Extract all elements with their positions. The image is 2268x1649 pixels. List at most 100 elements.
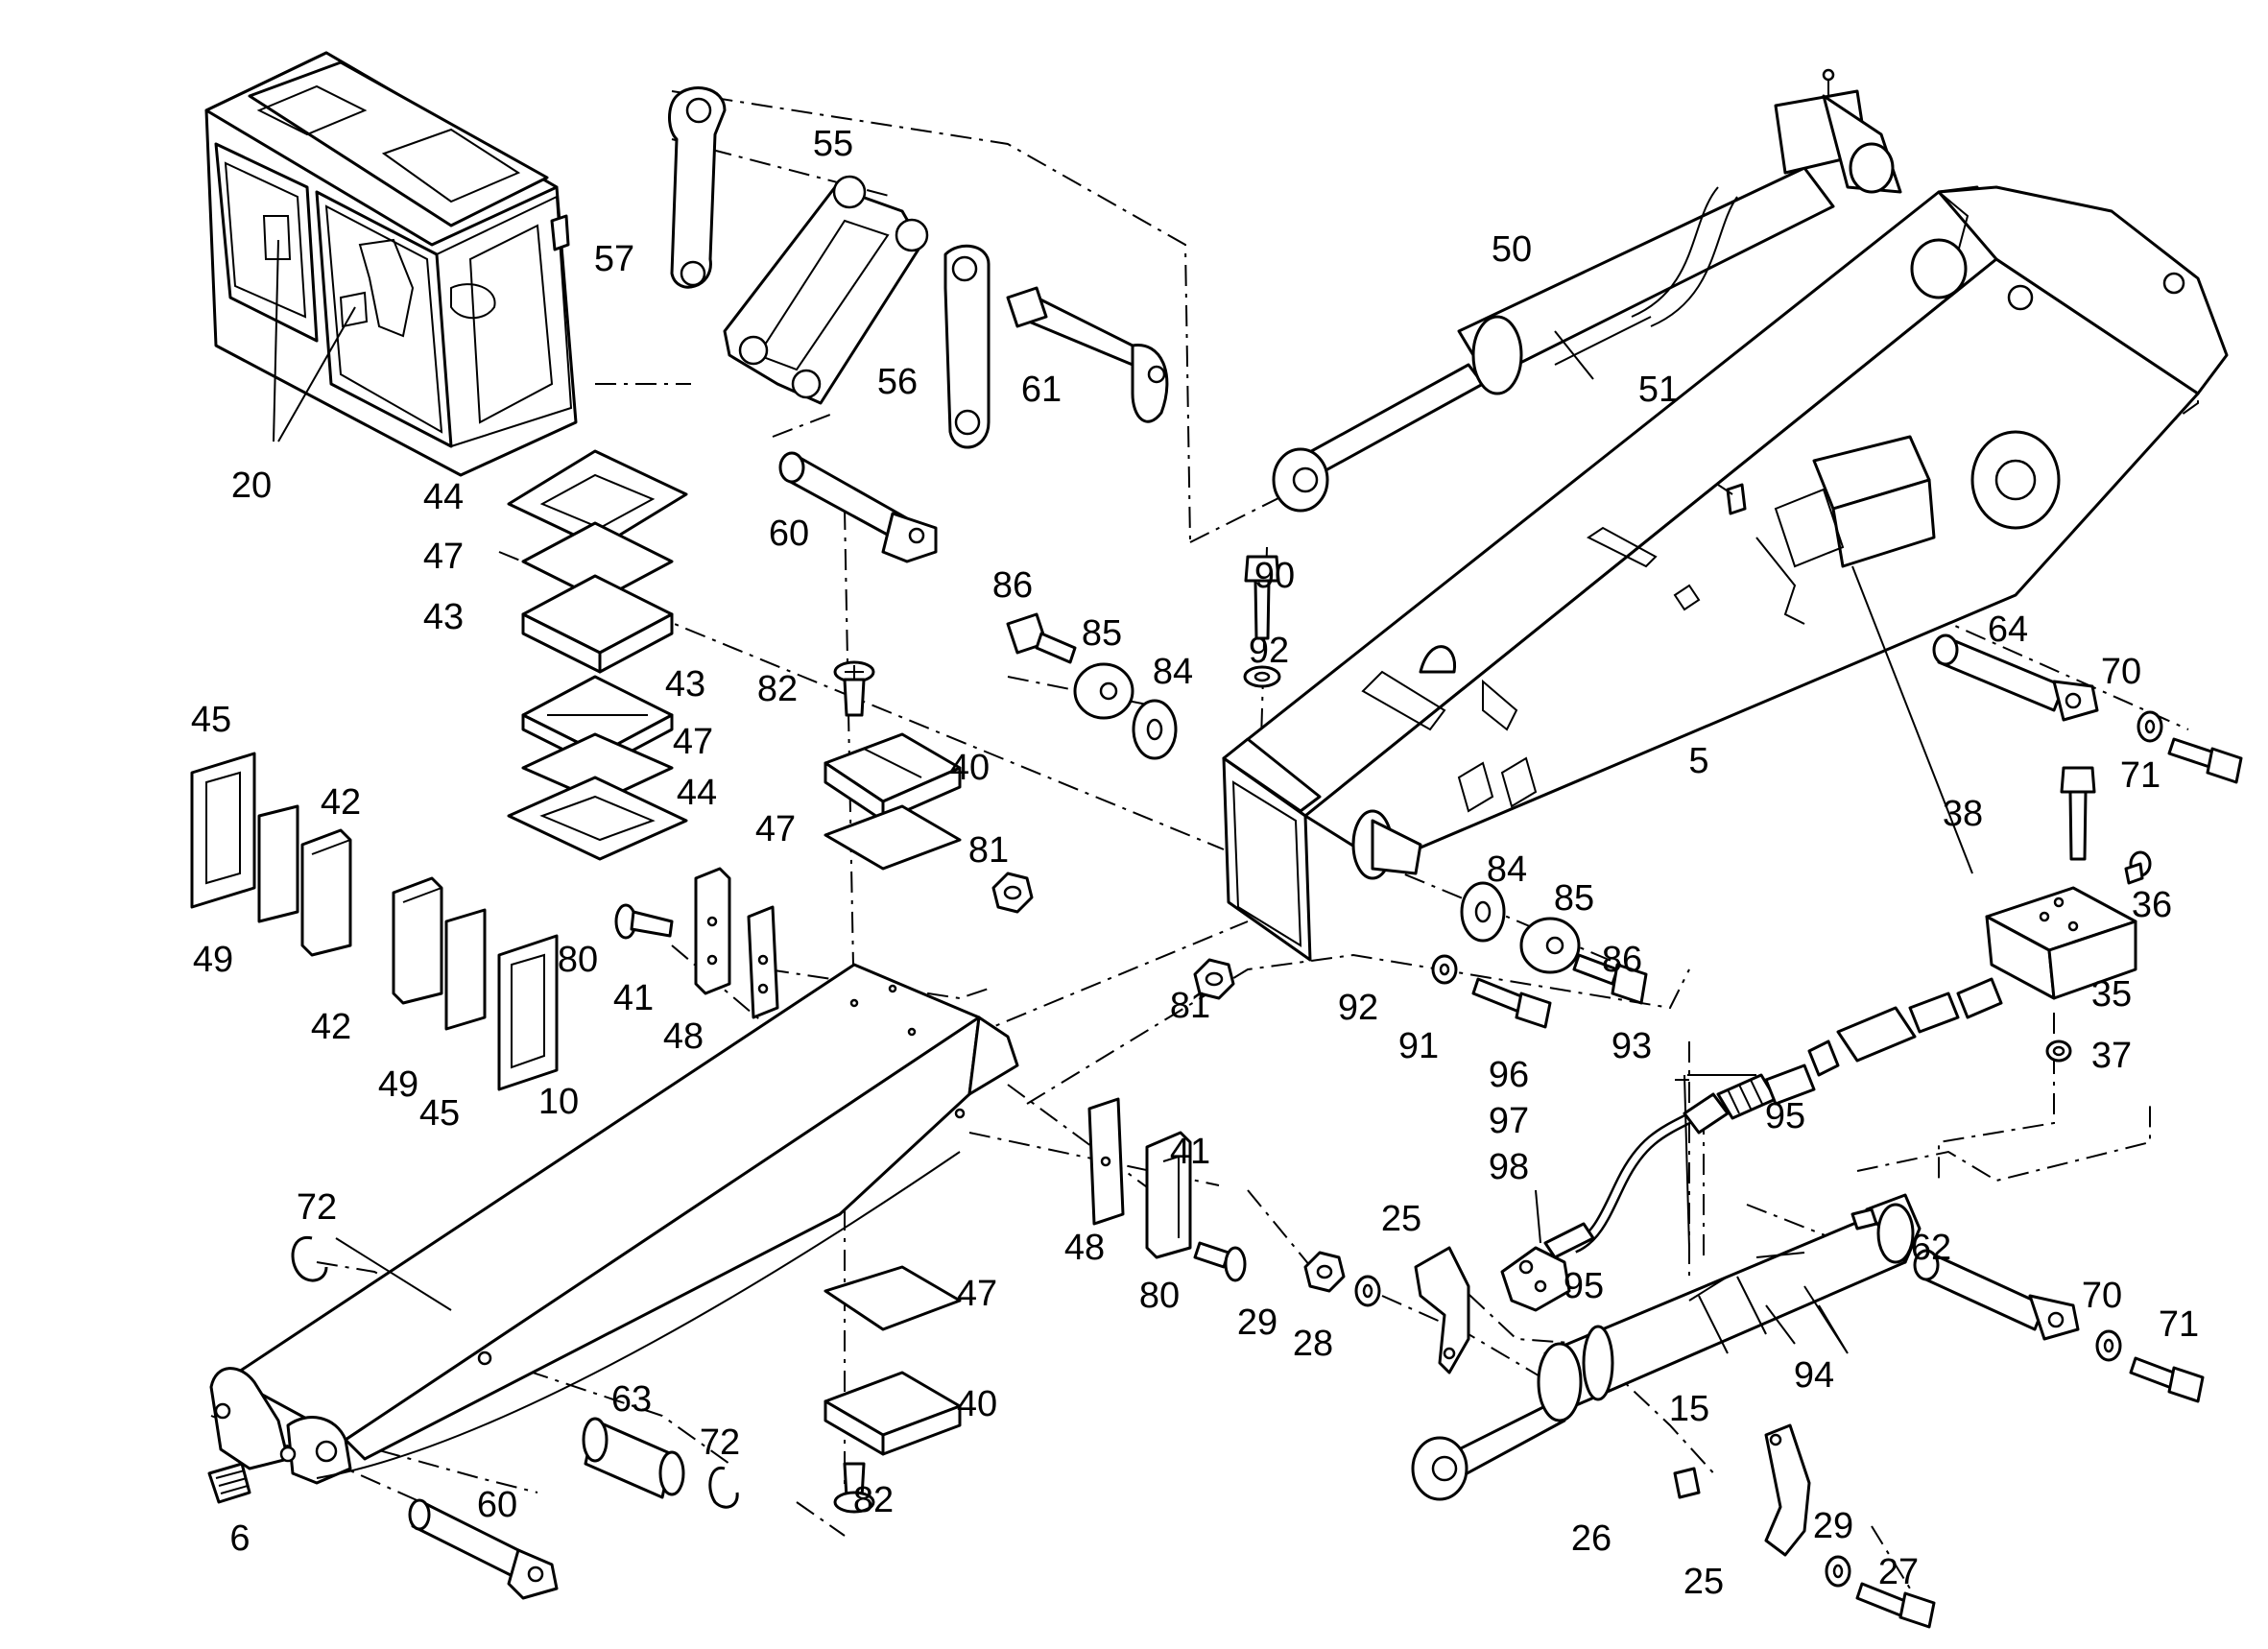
- plate-47-bottom: [824, 1265, 962, 1331]
- callout-36: 36: [2132, 885, 2172, 925]
- callout-60: 60: [477, 1485, 517, 1525]
- link-57: [668, 86, 727, 289]
- valve-block-51: [1726, 435, 1936, 625]
- washer-84-top: [1132, 699, 1178, 760]
- callout-40: 40: [957, 1384, 997, 1424]
- pad-42-right: [392, 876, 443, 1005]
- callout-37: 37: [2091, 1036, 2132, 1076]
- pad-43-top: [521, 574, 674, 674]
- washer-29-bottom: [1825, 1555, 1851, 1588]
- callout-70: 70: [2082, 1276, 2122, 1316]
- plate-41-mid: [1145, 1131, 1192, 1259]
- callout-35: 35: [2091, 974, 2132, 1015]
- valve-block-35: [1985, 886, 2137, 1000]
- fitting-95-top: [1807, 1040, 1840, 1077]
- callout-47: 47: [423, 537, 464, 577]
- callout-43: 43: [665, 664, 705, 705]
- washer-28: [1354, 1275, 1381, 1307]
- callout-93: 93: [1611, 1026, 1652, 1066]
- leader-lines: [1535, 484, 1973, 1345]
- washer-92-bottom: [1431, 954, 1458, 985]
- callout-98: 98: [1489, 1147, 1529, 1187]
- callout-41: 41: [1170, 1132, 1210, 1172]
- hose-93: [1571, 1092, 1730, 1254]
- bolt-71-top: [2167, 737, 2243, 784]
- callout-27: 27: [1878, 1552, 1919, 1592]
- screw-80-mid: [1193, 1241, 1247, 1282]
- callout-44: 44: [423, 477, 464, 517]
- callout-28: 28: [1293, 1324, 1333, 1364]
- callout-97: 97: [1489, 1101, 1529, 1141]
- washer-84-bottom: [1460, 881, 1506, 943]
- link-56: [943, 244, 991, 449]
- bolt-38: [2060, 766, 2096, 861]
- callout-57: 57: [594, 239, 634, 279]
- screw-80-top: [614, 903, 674, 940]
- callout-80: 80: [1139, 1276, 1180, 1316]
- pad-40-bottom: [824, 1371, 962, 1456]
- callout-72: 72: [297, 1187, 337, 1228]
- washer-85-bottom: [1519, 917, 1581, 974]
- callout-26: 26: [1571, 1518, 1611, 1559]
- block-26: [1673, 1467, 1701, 1499]
- callout-86: 86: [1602, 940, 1642, 980]
- callout-94: 94: [1794, 1355, 1834, 1396]
- frame-45-left: [190, 752, 256, 909]
- callout-92: 92: [1338, 988, 1378, 1028]
- link-55: [723, 175, 929, 405]
- callout-47: 47: [957, 1274, 997, 1314]
- callout-85: 85: [1554, 878, 1594, 919]
- callout-96: 96: [1489, 1055, 1529, 1095]
- callout-85: 85: [1082, 613, 1122, 654]
- bolt-90: [1244, 555, 1280, 640]
- bushing-63: [582, 1417, 685, 1499]
- plate-47-right: [824, 804, 962, 871]
- cab-assembly: [204, 51, 578, 477]
- callout-95: 95: [1765, 1096, 1805, 1136]
- fitting-95-bottom: [1543, 1222, 1595, 1259]
- callout-82: 82: [757, 669, 798, 709]
- callout-47: 47: [755, 809, 796, 849]
- callout-90: 90: [1254, 556, 1295, 596]
- pin-61: [1006, 286, 1169, 423]
- washer-70-top: [2137, 710, 2163, 743]
- hydraulic-cylinder-50: [1272, 68, 1902, 513]
- arm-10: [209, 963, 1019, 1485]
- callout-72: 72: [700, 1422, 740, 1463]
- callout-47: 47: [673, 722, 713, 762]
- hydraulic-cylinder-15: [1411, 1193, 1922, 1501]
- pad-40-top: [824, 732, 962, 823]
- frame-45-right: [497, 934, 559, 1091]
- nut-81-top: [991, 872, 1034, 914]
- pin-62: [1913, 1249, 2080, 1341]
- plug-36: [2124, 850, 2152, 885]
- callout-60: 60: [769, 514, 809, 554]
- washer-70-bottom: [2095, 1329, 2122, 1362]
- callout-5: 5: [1688, 741, 1708, 781]
- bolt-91: [1471, 977, 1552, 1029]
- plate-49-left: [257, 804, 299, 923]
- bolt-27: [1855, 1582, 1936, 1629]
- pin-64: [1932, 633, 2099, 722]
- callout-48: 48: [1064, 1228, 1105, 1268]
- callout-63: 63: [611, 1379, 652, 1420]
- callout-61: 61: [1021, 370, 1062, 410]
- grease-nipple-6: [207, 1462, 251, 1504]
- pad-44-mid: [507, 776, 688, 861]
- bolt-86-top: [1006, 612, 1077, 664]
- callout-55: 55: [813, 124, 853, 164]
- pad-42-left: [300, 828, 352, 957]
- callout-92: 92: [1249, 631, 1289, 671]
- callout-45: 45: [191, 700, 231, 740]
- callout-64: 64: [1988, 609, 2028, 650]
- callout-44: 44: [677, 773, 717, 813]
- callout-41: 41: [613, 978, 654, 1018]
- callout-62: 62: [1911, 1228, 1951, 1268]
- circlip-72-left: [291, 1235, 328, 1282]
- callout-43: 43: [423, 597, 464, 637]
- bracket-25-bottom: [1764, 1423, 1811, 1557]
- washer-92-top: [1243, 665, 1281, 688]
- callout-95: 95: [1564, 1266, 1604, 1306]
- callout-29: 29: [1813, 1506, 1853, 1546]
